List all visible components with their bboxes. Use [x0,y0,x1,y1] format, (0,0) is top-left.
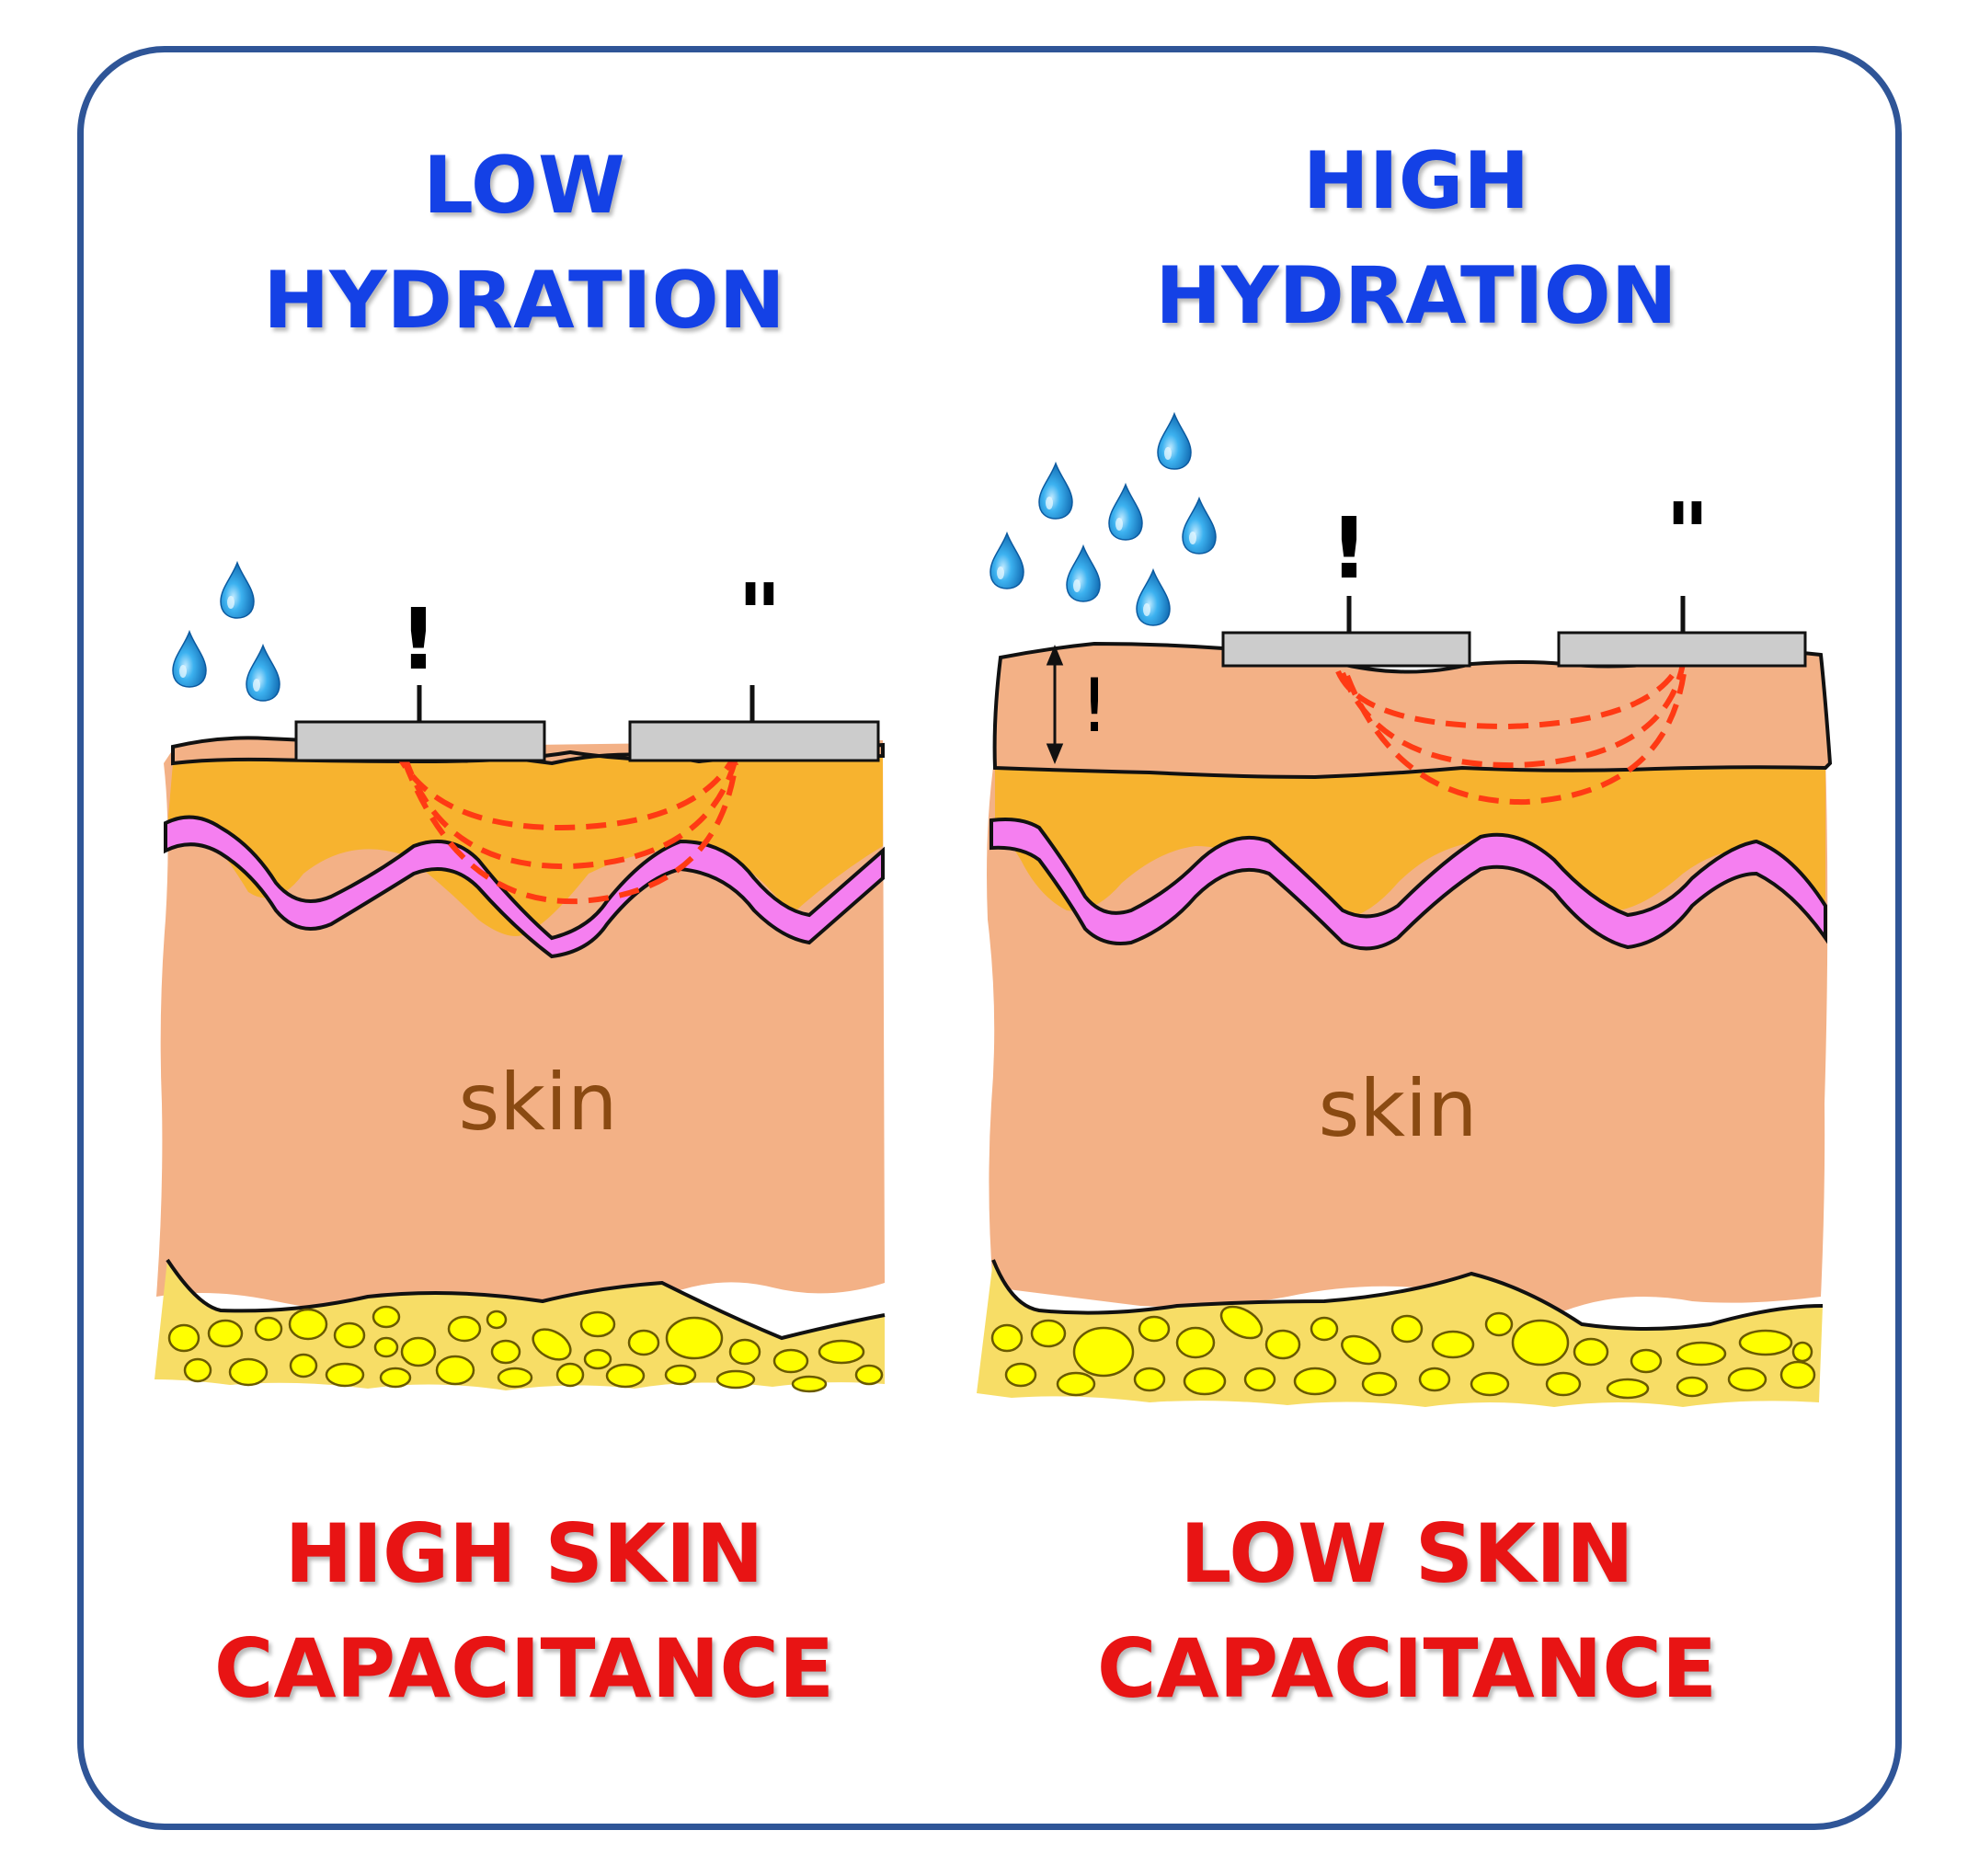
heading-line: CAPACITANCE [213,1620,835,1716]
fat-cells [990,1305,1816,1400]
skin-label: skin [458,1057,617,1149]
figure-frame [77,46,1902,1830]
heading-high-hydration: HIGH HYDRATION [1104,124,1729,353]
basal-layer [164,815,885,959]
heading-low-skin-capacitance: LOW SKIN CAPACITANCE [1067,1497,1747,1727]
epidermis [167,752,883,936]
electrode-label: " [1665,485,1710,583]
heading-line: CAPACITANCE [1096,1620,1718,1716]
heading-line: HIGH SKIN [284,1506,764,1601]
dermis [156,740,885,1313]
electrode-icon [628,685,880,762]
heading-line: HYDRATION [263,254,785,347]
water-drop-icon [990,532,1024,589]
water-drop-icon [1066,545,1101,602]
heading-low-hydration: LOW HYDRATION [221,129,828,358]
water-drop-icon [246,645,280,702]
water-drops [172,562,280,702]
electrode-label: " [738,566,782,664]
fat-cells [167,1305,884,1393]
electrode-label: ! [1330,499,1368,598]
water-drops [990,413,1217,626]
skin-label: skin [1318,1063,1477,1155]
water-drop-icon [1038,463,1073,520]
epidermis [995,767,1825,920]
heading-line: HYDRATION [1155,249,1677,342]
left-skin-cross-section: ! " skin [154,562,886,1393]
electrode-label: ! [399,590,438,689]
thickness-label: ! [1080,663,1109,749]
heading-line: LOW [423,140,625,232]
heading-line: HIGH [1302,135,1530,227]
water-drop-icon [172,631,207,688]
thickness-arrow [1046,645,1064,764]
water-drop-icon [1108,484,1143,541]
basal-layer [990,818,1827,951]
field-lines [393,748,738,905]
electrode-icon [294,685,546,762]
electrode-icon [1557,596,1807,668]
heading-line: LOW SKIN [1180,1506,1634,1601]
water-drop-icon [1182,498,1217,555]
electrode-icon [1221,596,1471,668]
water-drop-icon [220,562,255,619]
heading-high-skin-capacitance: HIGH SKIN CAPACITANCE [184,1497,864,1727]
right-skin-cross-section: ! " ! skin [977,413,1833,1407]
water-drop-icon [1136,569,1171,626]
water-drop-icon [1157,413,1192,470]
field-lines [1335,658,1687,806]
